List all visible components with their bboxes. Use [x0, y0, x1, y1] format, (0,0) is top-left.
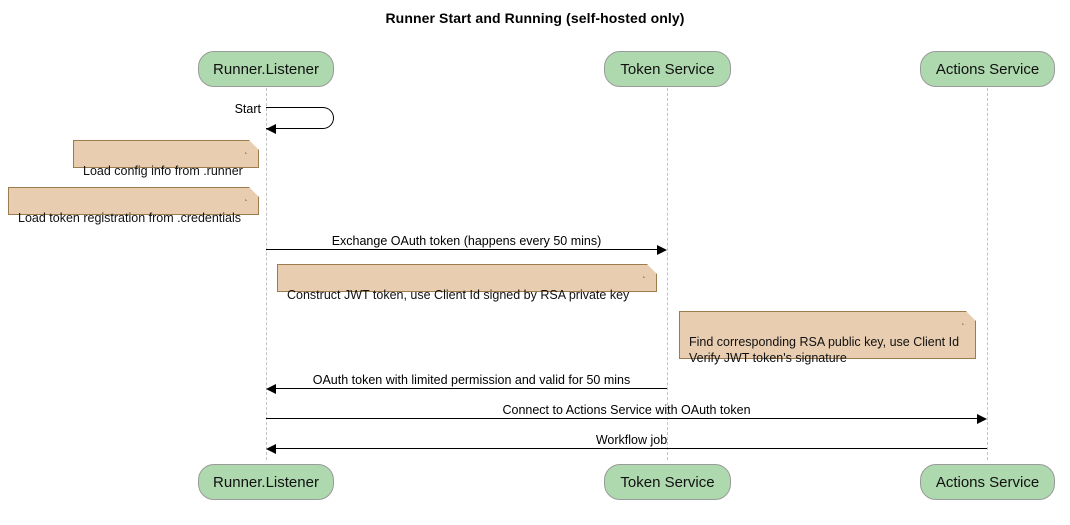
message-selfloop-start — [266, 107, 334, 129]
participant-token-bottom[interactable]: Token Service — [604, 464, 731, 500]
note-text: Load config info from .runner — [83, 164, 243, 178]
participant-token-top[interactable]: Token Service — [604, 51, 731, 87]
message-label-start: Start — [234, 102, 261, 116]
lifeline-actions — [987, 88, 988, 460]
note-text: Construct JWT token, use Client Id signe… — [287, 288, 630, 302]
message-label-oauth-token-response: OAuth token with limited permission and … — [312, 373, 631, 387]
arrowhead-oauth-token-response — [266, 384, 276, 394]
message-label-workflow-job: Workflow job — [595, 433, 668, 447]
participant-label: Actions Service — [935, 60, 1040, 78]
note-construct-jwt-token: Construct JWT token, use Client Id signe… — [277, 264, 657, 302]
participant-label: Runner.Listener — [213, 60, 319, 78]
message-label-exchange-oauth-token: Exchange OAuth token (happens every 50 m… — [331, 234, 602, 248]
participant-runner-bottom[interactable]: Runner.Listener — [198, 464, 334, 500]
note-verify-jwt-token: Find corresponding RSA public key, use C… — [679, 311, 976, 365]
note-text: Find corresponding RSA public key, use C… — [689, 335, 960, 365]
participant-label: Token Service — [620, 60, 715, 78]
note-load-token-registration: Load token registration from .credential… — [8, 187, 259, 225]
note-fold-edge-icon — [245, 140, 259, 154]
lifeline-token — [667, 88, 668, 460]
message-line-workflow-job — [276, 448, 987, 449]
note-fold-edge-icon — [962, 311, 976, 325]
message-line-exchange-oauth-token — [266, 249, 657, 250]
participant-actions-top[interactable]: Actions Service — [920, 51, 1055, 87]
arrowhead-connect-to-actions-service — [977, 414, 987, 424]
lifeline-runner — [266, 88, 267, 460]
message-label-connect-to-actions-service: Connect to Actions Service with OAuth to… — [502, 403, 751, 417]
participant-label: Token Service — [620, 473, 715, 491]
note-text: Load token registration from .credential… — [18, 211, 242, 225]
arrowhead-exchange-oauth-token — [657, 245, 667, 255]
participant-label: Actions Service — [935, 473, 1040, 491]
arrowhead-workflow-job — [266, 444, 276, 454]
message-line-oauth-token-response — [276, 388, 667, 389]
note-fold-edge-icon — [643, 264, 657, 278]
note-fold-edge-icon — [245, 187, 259, 201]
participant-runner-top[interactable]: Runner.Listener — [198, 51, 334, 87]
message-line-connect-to-actions-service — [266, 418, 977, 419]
diagram-title: Runner Start and Running (self-hosted on… — [385, 10, 685, 26]
participant-actions-bottom[interactable]: Actions Service — [920, 464, 1055, 500]
note-load-config: Load config info from .runner — [73, 140, 259, 178]
participant-label: Runner.Listener — [213, 473, 319, 491]
arrowhead-start — [266, 124, 276, 134]
